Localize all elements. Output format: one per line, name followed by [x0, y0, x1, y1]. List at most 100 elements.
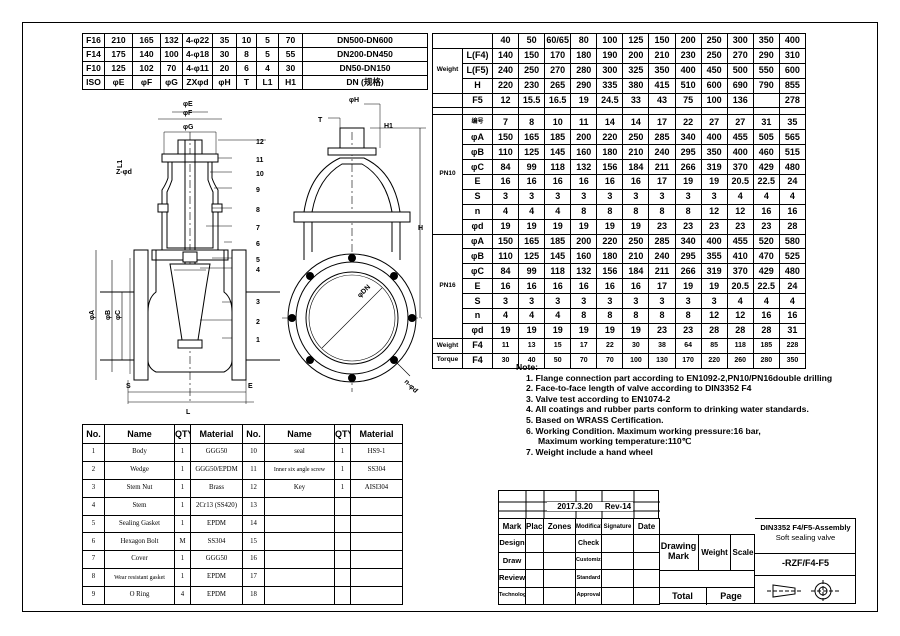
flange-cell: 6 [236, 61, 257, 76]
spec-pn16: 17 [648, 278, 676, 295]
bom-cell: 1 [334, 460, 351, 480]
spec-pn16: 12 [700, 308, 728, 324]
spec-torque: 30 [491, 352, 520, 369]
bom-cell: EPDM [190, 586, 243, 606]
spec-torque: 50 [544, 352, 572, 369]
spec-pn16: 118 [544, 263, 572, 280]
bom-cell [264, 568, 335, 588]
spec-pn16: 22.5 [752, 278, 780, 295]
spec-lf4: 150 [518, 47, 546, 64]
bom-cell: Sealing Gasket [104, 514, 175, 534]
spec-dn-header: 60/65 [544, 33, 572, 49]
spec-pn16: 19 [674, 278, 702, 295]
spec-pn16: 8 [596, 308, 624, 324]
spec-h: 510 [674, 77, 702, 94]
rev-cell [601, 586, 634, 605]
spec-dn-header: 40 [491, 33, 520, 49]
callout-5: 5 [256, 257, 260, 264]
spec-pn16: 19 [491, 322, 520, 339]
bom-cell: 14 [242, 514, 265, 534]
spec-f5: 12 [491, 92, 520, 109]
spec-pn10: 23 [648, 218, 676, 235]
spec-pn10: 319 [700, 159, 728, 176]
spec-h: 690 [726, 77, 754, 94]
dim-E: E [248, 383, 253, 390]
spec-f5: 16.5 [544, 92, 572, 109]
spec-pn16: 8 [570, 308, 598, 324]
bom-cell: Inner six angle screw [264, 460, 335, 480]
spec-row-label: φB [462, 248, 493, 265]
spec-torque: 220 [700, 352, 728, 369]
spec-group: Weight [432, 337, 463, 354]
rev-col-header: Places [525, 518, 544, 535]
spec-pn10: 460 [752, 144, 780, 161]
flange-cell: 20 [212, 61, 237, 76]
spec-h: 380 [622, 77, 650, 94]
rev-cell [525, 551, 544, 570]
spec-lf4: 290 [752, 47, 780, 64]
flange-cell: 165 [132, 33, 161, 48]
flange-cell: DN500-DN600 [302, 33, 428, 48]
spec-pn16: 20.5 [726, 278, 754, 295]
note-item: 3. Valve test according to EN1074-2 [526, 393, 671, 404]
spec-pn16: 8 [648, 308, 676, 324]
note-item: 4. All coatings and rubber parts conform… [526, 404, 809, 415]
bom-cell [264, 532, 335, 552]
spec-lf5: 450 [700, 62, 728, 79]
flange-cell: T [236, 75, 257, 90]
flange-cell: 140 [132, 47, 161, 62]
bom-cell: 4 [82, 496, 105, 516]
spec-pn10: 165 [518, 129, 546, 146]
drawing-frame [22, 22, 878, 612]
spec-row-label: L(F5) [462, 62, 493, 79]
callout-7: 7 [256, 225, 260, 232]
spec-dn-header: 350 [752, 33, 780, 49]
bom-cell: 8 [82, 568, 105, 588]
bom-cell: Stem [104, 496, 175, 516]
spec-pn10: 11 [570, 114, 598, 131]
bom-cell: 1 [174, 443, 191, 462]
bom-cell: Cover [104, 550, 175, 570]
flange-cell: 70 [160, 61, 183, 76]
rev-role: Standard [575, 569, 602, 588]
dim-phiB: φB [105, 310, 112, 320]
spec-row-label: F5 [462, 92, 493, 109]
bom-cell: Key [264, 478, 335, 498]
spec-pn16: 4 [778, 293, 807, 310]
spec-weight-f4: 15 [544, 337, 572, 354]
flange-cell: L1 [256, 75, 279, 90]
callout-10: 10 [256, 171, 264, 178]
bom-cell: Wear resistant gasket [104, 568, 175, 588]
spec-weight-f4: 64 [674, 337, 702, 354]
notes-title: Note: [516, 362, 538, 372]
bom-cell: 7 [82, 550, 105, 570]
spec-lf4: 210 [648, 47, 676, 64]
rev-col-header: Zones [543, 518, 576, 535]
spec-row-label: φB [462, 144, 493, 161]
projection-symbol-icon [767, 580, 839, 601]
spec-lf4: 170 [544, 47, 572, 64]
dim-H: H [418, 225, 423, 232]
spec-pn16: 145 [544, 248, 572, 265]
bom-cell [334, 496, 351, 516]
flange-cell: 30 [278, 61, 303, 76]
spec-lf4: 270 [726, 47, 754, 64]
spec-pn10: 16 [778, 203, 807, 220]
spec-pn10: 211 [648, 159, 676, 176]
spec-pn10: 160 [570, 144, 598, 161]
spec-pn16: 210 [622, 248, 650, 265]
spec-row-label: F4 [462, 352, 493, 369]
spec-group: Weight [432, 47, 463, 94]
bom-cell: 17 [242, 568, 265, 588]
flange-cell: H1 [278, 75, 303, 90]
spec-pn10: 185 [544, 129, 572, 146]
bom-header: No. [242, 424, 265, 444]
note-item: 6. Working Condition. Maximum working pr… [526, 425, 761, 436]
spec-pn16: 295 [674, 248, 702, 265]
bom-cell [350, 496, 403, 516]
spec-pn10: 3 [700, 188, 728, 205]
spec-pn10: 23 [674, 218, 702, 235]
spec-pn10: 20.5 [726, 174, 754, 190]
spec-pn16: 16 [544, 278, 572, 295]
